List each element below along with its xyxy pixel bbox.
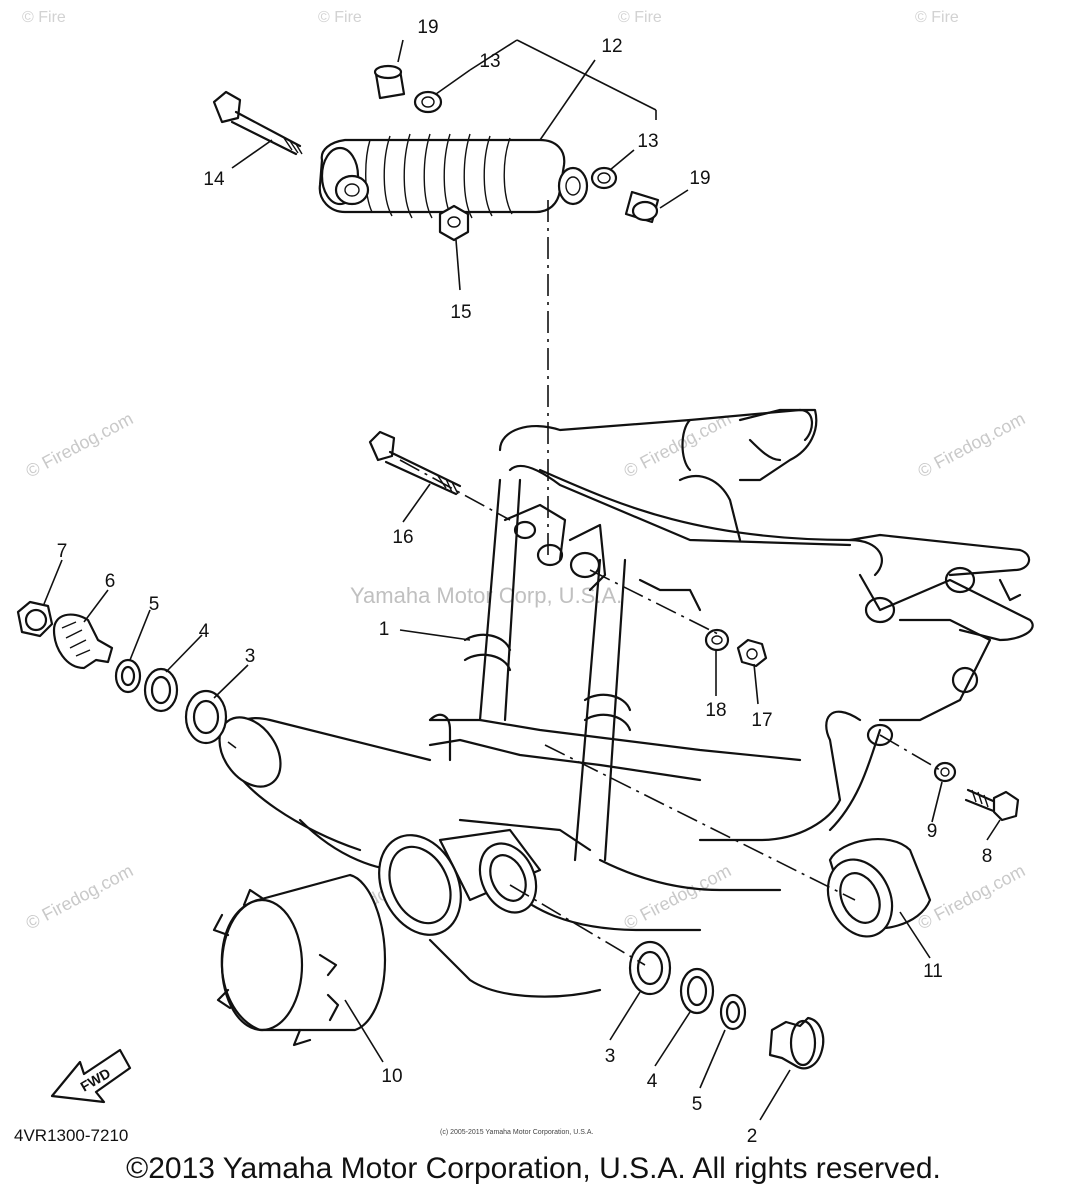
watermark-text: © Firedog.com [620,860,734,933]
callout-12: 12 [601,36,622,57]
bushing-19-left [373,64,406,100]
copyright-notice: ©2013 Yamaha Motor Corporation, U.S.A. A… [126,1152,941,1185]
callout-3: 3 [605,1046,616,1067]
watermark-corner: © Fire [618,9,662,26]
bolt-16 [368,430,462,496]
callout-7: 7 [57,541,68,562]
washer-13-left [413,90,443,114]
watermark-corner: © Fire [22,9,66,26]
part-code: 4VR1300-7210 [14,1126,128,1145]
nut-17 [736,638,768,668]
washer-13-right [590,166,618,190]
dust-cover-11 [826,838,932,938]
watermark-stamp: Yamaha Motor Corp, U.S.A. [350,583,622,608]
callout-14: 14 [203,169,225,190]
callout-18: 18 [705,700,726,721]
washer-9 [933,761,957,783]
callout-8: 8 [982,846,993,867]
callout-6: 6 [105,571,116,592]
washer-18 [704,628,730,652]
watermark-corner: © Fire [318,9,362,26]
bearing-3-left [184,689,228,745]
watermark-text: © Firedog.com [914,408,1028,481]
pivot-housing-left [378,828,542,936]
callout-5: 5 [149,594,160,615]
collar-5-right [719,993,747,1031]
watermark-text: © Firedog.com [620,408,734,481]
callout-19: 19 [689,168,710,189]
bushing-19-right [624,190,660,224]
callout-2: 2 [747,1126,758,1147]
callout-labels: 19 13 12 13 13 19 14 15 16 7 6 5 4 3 1 1… [57,17,993,1147]
oil-seal-4-right [679,967,715,1015]
callout-11: 11 [923,961,943,982]
callout-5: 5 [692,1094,703,1115]
watermark-text: © Firedog.com [22,408,136,481]
callout-15: 15 [450,302,471,323]
watermark-text: © Firedog.com [22,860,136,933]
callout-16: 16 [392,527,413,548]
fine-print: (c) 2005-2015 Yamaha Motor Corporation, … [440,1129,593,1136]
alignment-lines [227,200,941,966]
pivot-shaft-2 [768,1016,825,1070]
pivot-nut-7 [16,600,54,638]
nut-15 [438,204,470,242]
callout-19: 19 [417,17,438,38]
forward-arrow: FWD [50,1048,132,1104]
bearing-3-right [628,940,672,996]
callout-4: 4 [647,1071,658,1092]
callout-4: 4 [199,621,210,642]
watermark-text: © Firedog.com [914,860,1028,933]
callout-13: 13 [637,131,658,152]
callout-13: 13 [479,51,500,72]
leader-lines [43,39,1001,1121]
oil-seal-4-left [143,667,179,713]
collar-5-left [114,658,142,694]
callout-9: 9 [927,821,938,842]
callout-1: 1 [379,619,390,640]
callout-17: 17 [751,710,772,731]
bolt-14 [212,90,303,156]
pivot-shaft-6 [52,613,114,670]
callout-10: 10 [381,1066,402,1087]
swing-arm [218,408,1034,998]
shock-absorber [318,133,589,219]
bolt-8 [964,788,1020,822]
watermark-corner: © Fire [915,9,959,26]
callout-3: 3 [245,646,256,667]
chain-guard-10 [212,873,387,1047]
